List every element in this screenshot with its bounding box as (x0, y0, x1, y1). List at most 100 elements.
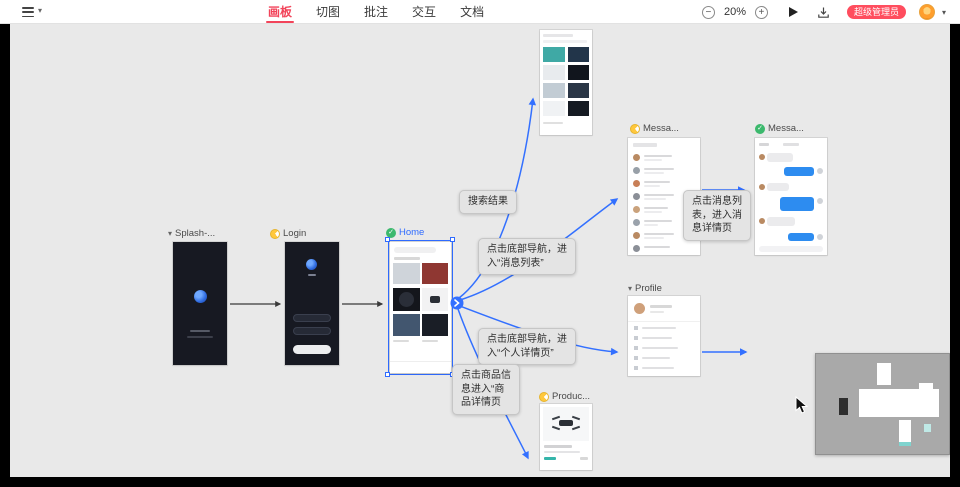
text-placeholder (650, 311, 664, 313)
list-item (644, 155, 672, 157)
result-image (543, 83, 565, 98)
main-menu-icon[interactable] (22, 7, 34, 17)
text-placeholder (543, 40, 587, 43)
frame-label-home[interactable]: ✓ Home (386, 227, 424, 238)
bottom-nav-placeholder (390, 361, 451, 373)
minimap-frame (877, 363, 891, 385)
tab-annotate[interactable]: 批注 (364, 5, 389, 19)
canvas-edge-left (0, 24, 10, 477)
selection-handle[interactable] (385, 372, 390, 377)
list-item (644, 237, 664, 239)
list-item (644, 198, 666, 200)
frame-profile-screen[interactable] (628, 296, 700, 376)
frame-label-splash[interactable]: ▾ Splash-... (168, 228, 216, 239)
tab-artboard[interactable]: 画板 (265, 0, 295, 24)
frame-splash-screen[interactable] (173, 242, 227, 365)
tab-slices[interactable]: 切图 (316, 5, 341, 19)
chat-bubble (767, 183, 789, 191)
toolbar-right: − 20% + 超级管理员 ▾ (701, 0, 946, 24)
avatar (759, 218, 765, 224)
frame-home-screen[interactable] (390, 242, 451, 373)
list-item (642, 347, 678, 349)
frame-search-results-screen[interactable] (540, 30, 592, 135)
frame-label-product[interactable]: Produc... (539, 391, 590, 402)
list-item (642, 327, 676, 329)
list-item (644, 194, 674, 196)
avatar (759, 154, 765, 160)
price-placeholder (422, 340, 438, 342)
chat-bubble (788, 233, 814, 241)
price-placeholder (393, 340, 409, 342)
connector-node[interactable] (450, 296, 464, 310)
list-item (642, 357, 670, 359)
tab-document[interactable]: 文档 (460, 5, 485, 19)
avatar (633, 193, 640, 200)
menu-icon (634, 366, 638, 370)
avatar (633, 232, 640, 239)
collapse-icon[interactable]: ▾ (628, 284, 633, 293)
zoom-out-button[interactable]: − (701, 5, 715, 19)
product-image (422, 288, 448, 311)
connector-chevron-icon (454, 299, 460, 307)
product-image (393, 263, 420, 284)
user-avatar[interactable] (918, 4, 935, 20)
frame-login-screen[interactable] (285, 242, 339, 365)
list-item (644, 185, 660, 187)
tab-interaction[interactable]: 交互 (412, 5, 437, 19)
result-image (568, 47, 589, 62)
text-placeholder (544, 451, 580, 453)
annotation-to-message-detail[interactable]: 点击消息列 表，进入消 息详情页 (683, 190, 751, 241)
product-name-placeholder (544, 445, 572, 448)
avatar (633, 167, 640, 174)
annotation-to-profile[interactable]: 点击底部导航，进 入“个人详情页” (478, 328, 576, 365)
text-placeholder (187, 336, 213, 338)
frame-label-message-detail[interactable]: ✓ Messa... (755, 123, 804, 134)
frame-label-login[interactable]: Login (270, 228, 306, 239)
list-item (644, 207, 668, 209)
list-item (644, 233, 674, 235)
frame-label-message-list[interactable]: Messa... (630, 123, 679, 134)
avatar (759, 184, 765, 190)
play-button[interactable] (788, 7, 798, 17)
selection-handle[interactable] (450, 237, 455, 242)
product-image (393, 288, 420, 311)
status-check-icon: ✓ (755, 123, 765, 134)
toolbar: ▾ 画板 切图 批注 交互 文档 − 20% + 超级管理员 ▾ (0, 0, 960, 24)
zoom-in-button[interactable]: + (754, 5, 768, 19)
minimap-frame (839, 398, 848, 415)
annotation-to-message-list[interactable]: 点击底部导航，进 入“消息列表” (478, 238, 576, 275)
zoom-level[interactable]: 20% (723, 6, 746, 18)
frame-product-detail-screen[interactable] (540, 404, 592, 470)
list-item (644, 211, 662, 213)
collapse-icon[interactable]: ▾ (168, 229, 173, 238)
frame-message-detail-screen[interactable] (755, 138, 827, 255)
frame-label-profile[interactable]: ▾ Profile (628, 283, 662, 294)
password-field-placeholder (293, 327, 331, 335)
product-image (422, 314, 448, 336)
text-placeholder (308, 274, 316, 276)
list-item (644, 224, 658, 226)
divider (628, 321, 700, 322)
minimap-frame (899, 420, 911, 446)
account-caret-icon[interactable]: ▾ (941, 7, 946, 17)
minimap[interactable] (815, 353, 950, 455)
product-image (422, 263, 448, 284)
selection-handle[interactable] (385, 237, 390, 242)
avatar (817, 168, 823, 174)
section-title-placeholder (394, 257, 420, 260)
annotation-search-result[interactable]: 搜索结果 (459, 190, 517, 214)
list-item (644, 181, 670, 183)
list-item (644, 246, 670, 248)
chat-bubble (767, 153, 793, 162)
chat-bubble (767, 217, 795, 226)
profile-avatar (634, 303, 645, 314)
result-image (568, 83, 589, 98)
menu-caret-icon[interactable]: ▾ (38, 6, 43, 15)
annotation-to-product[interactable]: 点击商品信 息进入“商 品详情页 (452, 364, 520, 415)
avatar (633, 180, 640, 187)
mode-tabs: 画板 切图 批注 交互 文档 (265, 0, 485, 24)
minimap-frame (924, 424, 931, 432)
result-image (568, 65, 589, 80)
username-placeholder (650, 305, 672, 308)
export-icon[interactable] (817, 6, 830, 19)
